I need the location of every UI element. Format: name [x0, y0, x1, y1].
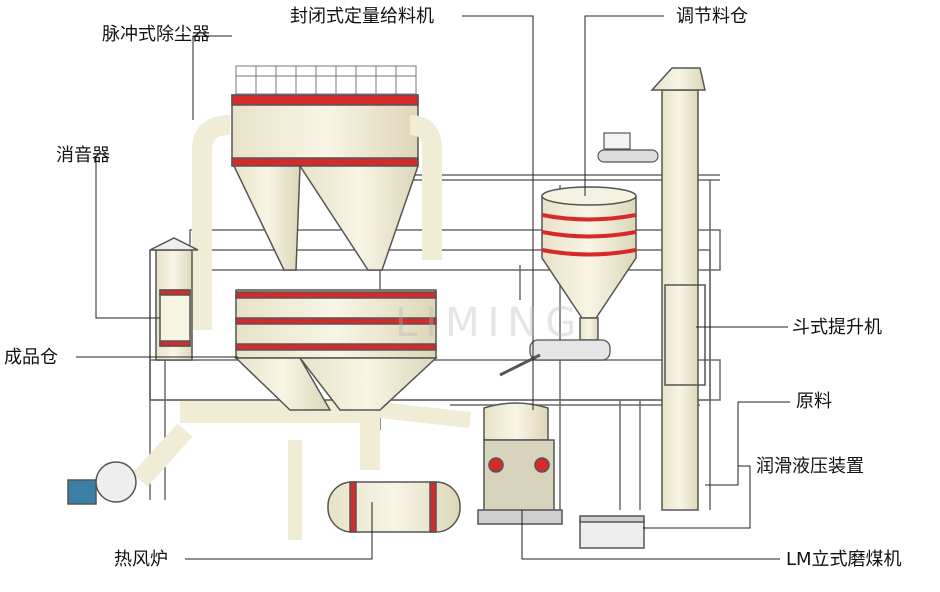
silencer-body: [149, 237, 199, 361]
label-lm-vertical-mill: LM立式磨煤机: [786, 549, 902, 570]
adjust-bin-body: [541, 186, 637, 341]
leader-lines: [76, 15, 790, 560]
sealed-feeder-body: [499, 339, 611, 377]
label-sealed-feeder: 封闭式定量给料机: [290, 6, 434, 27]
pulse-dust-collector-body: [231, 65, 420, 271]
brand-watermark: LIMING: [395, 300, 585, 346]
label-silencer: 消音器: [56, 145, 110, 166]
label-adjust-bin: 调节料仓: [676, 6, 748, 27]
label-lube-hydraulic: 润滑液压装置: [756, 456, 864, 477]
top-conveyor: [597, 132, 659, 163]
label-product-bin: 成品仓: [4, 347, 58, 368]
bucket-elevator-body: [650, 67, 706, 511]
label-pulse-dust-collector: 脉冲式除尘器: [102, 24, 210, 45]
label-bucket-elevator: 斗式提升机: [792, 317, 882, 338]
label-hot-air-furnace: 热风炉: [114, 549, 168, 570]
lm-vertical-mill-body: [477, 402, 563, 525]
product-bin-body: [234, 289, 438, 411]
duct-pipes: [132, 115, 471, 540]
fan-assembly: [67, 461, 137, 505]
hot-air-furnace-body: [327, 481, 461, 533]
label-raw-material: 原料: [796, 391, 832, 412]
lube-hydraulic-unit-body: [579, 515, 645, 549]
